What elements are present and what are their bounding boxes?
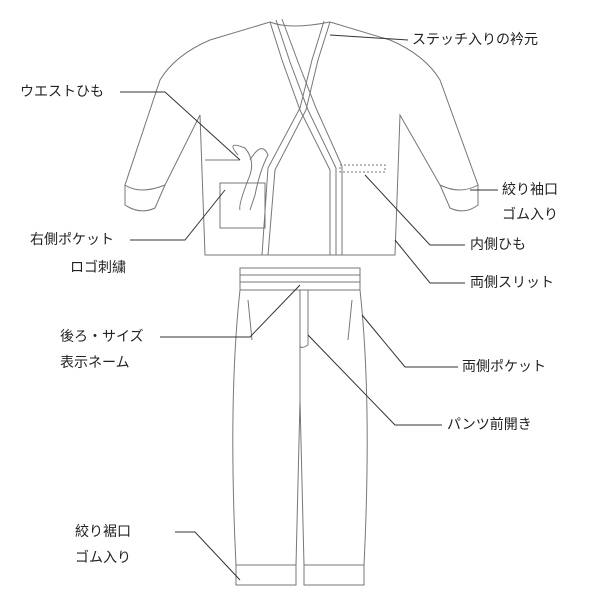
leader-lines	[120, 34, 498, 581]
label-inner-tie: 内側ひも	[470, 237, 526, 253]
label-sleeve-cuff-2: ゴム入り	[502, 207, 558, 223]
label-size-tag-1: 後ろ・サイズ	[60, 329, 144, 345]
label-side-pockets: 両側ポケット	[462, 359, 546, 375]
label-sleeve-cuff-1: 絞り袖口	[502, 182, 558, 198]
label-side-slit: 両側スリット	[470, 275, 554, 291]
label-size-tag-2: 表示ネーム	[60, 355, 130, 371]
pants	[232, 267, 368, 586]
label-hem-cuff-2: ゴム入り	[75, 550, 131, 566]
jacket	[124, 18, 479, 256]
label-collar: ステッチ入りの衿元	[412, 32, 538, 48]
label-pants-fly: パンツ前開き	[447, 417, 532, 433]
label-right-pocket-2: ロゴ刺繍	[70, 260, 126, 276]
label-waist-tie: ウエストひも	[20, 84, 104, 100]
label-right-pocket-1: 右側ポケット	[30, 232, 114, 248]
label-hem-cuff-1: 絞り裾口	[75, 524, 131, 540]
